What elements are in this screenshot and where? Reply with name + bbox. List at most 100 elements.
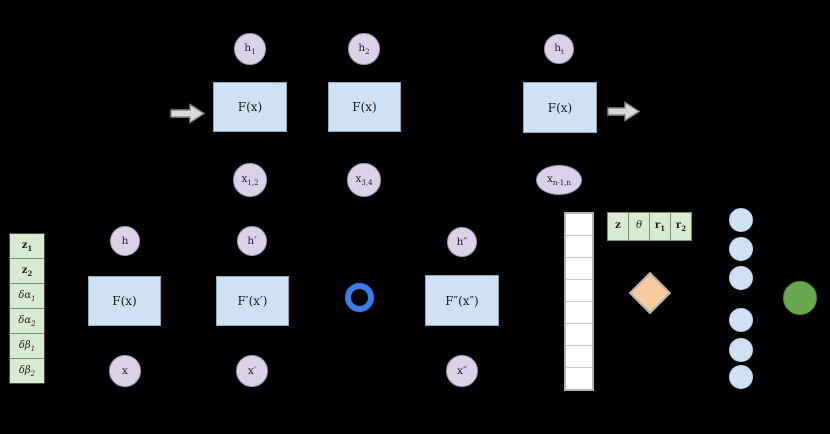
hidden-node-h-prime: h′ [237,226,267,256]
function-block-f: F(x) [88,276,161,326]
label-base: r [675,220,682,231]
hidden-node-h: h [110,226,140,256]
label-base: x [355,172,362,185]
memory-cell [566,324,592,346]
memory-cell [566,258,592,280]
label-sub: 1 [31,294,36,303]
memory-cell [566,280,592,302]
label-base: z [21,239,28,251]
label-sub: t [560,48,564,57]
memory-cell [566,236,592,258]
table-row: z1 [10,234,44,259]
memory-cell [566,346,592,368]
function-block-2: F(x) [328,82,401,132]
output-node [729,208,753,232]
label-base: h [554,41,561,54]
output-node [729,365,753,389]
memory-column [564,212,594,391]
output-node-column [729,0,753,434]
label-base: x [241,172,248,185]
label-sub: 1 [251,48,256,57]
label-base: x [547,172,553,185]
label-sub: 1,2 [247,179,259,188]
input-node-x-doubleprime: x″ [446,355,478,387]
table-row: δα1 [10,284,44,309]
function-label: F(x) [112,294,137,308]
input-node-x12: x1,2 [233,163,267,197]
hidden-node-h2: h2 [348,33,380,65]
input-node-x: x [109,355,141,387]
output-node [729,237,753,261]
table-row: δβ2 [10,359,44,383]
gate-cell-theta: θ [628,212,650,241]
memory-cell [566,302,592,324]
function-block-f-doubleprime: F″(x″) [425,275,499,326]
row-label: δα1 [18,290,35,303]
row-label: δβ2 [19,365,35,378]
node-label: x″ [457,365,467,377]
function-block-1: F(x) [213,82,287,132]
parameter-table: z1 z2 δα1 δα2 δβ1 δβ2 [9,233,45,384]
decision-diamond [628,271,672,315]
node-label: h′ [247,235,257,247]
label-base: θ [635,220,643,231]
arrow-right-out-icon [607,101,640,122]
node-label: xn-1,n [547,173,571,187]
memory-cell [566,368,592,389]
function-label: F(x) [237,100,263,114]
input-node-x-prime: x′ [236,355,268,387]
label-base: z [615,220,621,231]
table-row: δβ1 [10,334,44,359]
label-base: h [244,41,252,54]
gate-cell-z: z [607,212,629,241]
node-label: h [121,235,129,247]
function-label: F″(x″) [445,293,479,308]
label-sub: 2 [27,268,33,278]
function-block-t: F(x) [523,82,597,133]
cell-label: r2 [676,220,686,233]
node-label: x1,2 [241,173,258,187]
output-node [729,338,753,362]
gate-cell-r2: r2 [670,212,692,241]
loop-ring-icon [345,283,374,312]
label-sub: 1 [27,243,33,253]
node-label: h″ [456,236,468,248]
function-label: F(x) [547,100,573,115]
cell-label: z [615,220,621,233]
node-label: ht [554,42,564,56]
label-sub: n-1,n [552,179,571,188]
row-label: z2 [22,265,33,278]
gate-cell-r1: r1 [649,212,671,241]
node-label: h1 [244,42,255,56]
row-label: z1 [22,240,33,253]
hidden-node-h-doubleprime: h″ [447,227,477,257]
label-sub: 1 [30,344,36,353]
final-output-node [783,281,817,315]
table-row: δα2 [10,309,44,334]
table-row: z2 [10,259,44,284]
label-sub: 2 [365,48,370,57]
label-base: δβ [18,364,31,376]
label-base: δα [18,314,32,326]
node-label: x3,4 [355,173,372,187]
label-sub: 2 [681,224,687,233]
label-base: h [358,41,366,54]
row-label: δβ1 [19,340,35,353]
node-label: x [122,365,128,377]
cell-label: θ [636,220,642,233]
input-node-xn: xn-1,n [536,165,582,195]
input-node-x34: x3,4 [347,163,381,197]
hidden-node-h1: h1 [234,33,266,65]
label-base: z [21,264,28,276]
label-sub: 3,4 [361,179,373,188]
output-node [729,308,753,332]
node-label: x′ [247,365,257,377]
hidden-node-ht: ht [544,34,574,64]
label-sub: 2 [30,369,36,378]
label-sub: 2 [31,319,36,328]
label-base: r [654,220,661,231]
row-label: δα2 [18,315,35,328]
node-label: h2 [358,42,369,56]
label-sub: 1 [660,224,666,233]
